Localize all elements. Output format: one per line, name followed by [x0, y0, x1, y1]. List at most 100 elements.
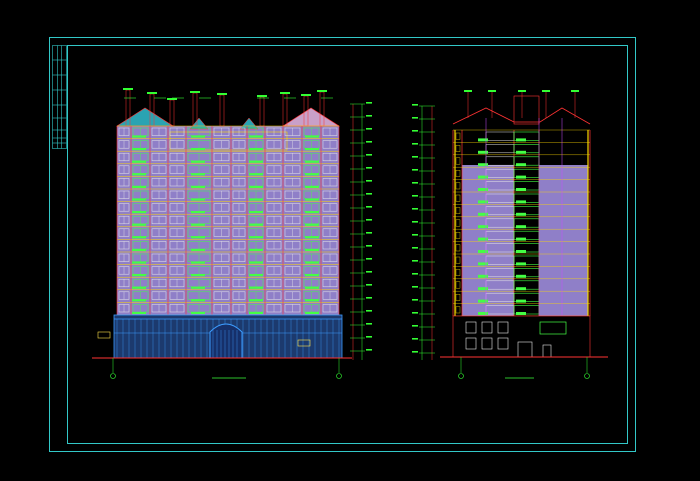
front-balcony	[132, 198, 146, 201]
side-balcony-rail	[516, 150, 526, 154]
side-chimney-cap	[518, 90, 526, 92]
front-balcony	[191, 148, 205, 151]
side-balcony-rail	[516, 274, 526, 278]
side-podium-window	[497, 321, 509, 334]
front-dim-label	[366, 323, 372, 325]
front-balcony	[249, 274, 263, 277]
front-balcony	[249, 223, 263, 226]
side-balcony-rail	[516, 237, 526, 241]
front-balcony	[132, 160, 146, 163]
side-balcony-rail	[478, 237, 488, 241]
front-dim-label	[366, 141, 372, 143]
side-dim-label	[412, 208, 418, 210]
side-chimney-cap	[542, 90, 550, 92]
front-dim-label	[366, 167, 372, 169]
front-balcony	[191, 198, 205, 201]
side-balcony-window	[485, 144, 515, 154]
front-balcony	[305, 236, 319, 239]
front-dormer-left	[189, 117, 209, 130]
front-dim-label	[366, 154, 372, 156]
front-dim-label	[366, 336, 372, 338]
side-balcony-rail	[516, 262, 526, 266]
side-balcony-rail	[516, 225, 526, 229]
side-dim-label	[412, 286, 418, 288]
side-balcony-rail	[478, 262, 488, 266]
front-chimney	[259, 96, 265, 127]
front-dim-label	[366, 271, 372, 273]
side-podium-window	[465, 321, 477, 334]
side-dim-label	[412, 104, 418, 106]
side-balcony-rail	[478, 150, 488, 154]
front-balcony	[191, 211, 205, 214]
front-dim-label	[366, 284, 372, 286]
front-balcony	[191, 135, 205, 138]
front-balcony	[191, 312, 205, 314]
front-roof-right	[281, 107, 341, 127]
side-axis-bubble	[584, 373, 590, 379]
front-dim-label	[366, 245, 372, 247]
front-balcony	[249, 173, 263, 176]
front-balcony	[132, 211, 146, 214]
front-dim-label	[366, 206, 372, 208]
side-edge-window	[455, 219, 461, 227]
side-edge-window	[455, 231, 461, 239]
front-roof-left	[115, 107, 175, 127]
front-dim-label	[366, 128, 372, 130]
front-balcony	[305, 312, 319, 314]
side-dim-label	[412, 325, 418, 327]
side-dim-label	[412, 234, 418, 236]
side-dim-label	[412, 117, 418, 119]
side-dim-label	[412, 143, 418, 145]
side-elevation[interactable]	[412, 90, 608, 379]
side-canopy	[539, 321, 567, 335]
side-balcony-rail	[478, 274, 488, 278]
side-balcony-rail	[516, 212, 526, 216]
side-balcony-rail	[478, 212, 488, 216]
front-balcony	[249, 186, 263, 188]
side-balcony-rail	[478, 188, 488, 191]
side-edge-window	[455, 157, 461, 165]
front-chimney-cap	[301, 94, 311, 96]
side-balcony-rail	[478, 225, 488, 229]
front-balcony	[249, 312, 263, 314]
front-dim-label	[366, 232, 372, 234]
side-balcony-rail	[478, 175, 488, 179]
side-edge-window	[455, 244, 461, 252]
front-chimney-cap	[257, 95, 267, 97]
side-dim-label	[412, 156, 418, 158]
front-dim-label	[366, 115, 372, 117]
side-edge-window	[455, 281, 461, 289]
front-balcony	[191, 160, 205, 163]
side-edge-window	[455, 132, 461, 140]
side-edge-window	[455, 306, 461, 314]
front-balcony	[132, 236, 146, 239]
side-balcony-rail	[516, 299, 526, 303]
front-dim-label	[366, 297, 372, 299]
front-balcony	[191, 299, 205, 302]
side-balcony-rail	[516, 200, 526, 204]
front-balcony	[305, 186, 319, 188]
title-block	[52, 45, 67, 149]
side-balcony-rail	[516, 138, 526, 142]
side-balcony-window	[485, 131, 515, 141]
side-balcony-rail	[478, 163, 488, 167]
side-edge-window	[455, 169, 461, 177]
side-edge-window	[455, 182, 461, 190]
front-elevation[interactable]	[92, 88, 372, 379]
side-edge-window	[455, 145, 461, 152]
front-balcony	[305, 261, 319, 264]
front-dim-label	[366, 349, 372, 351]
front-planter	[97, 331, 111, 339]
front-balcony	[132, 148, 146, 151]
side-dim-label	[412, 247, 418, 249]
front-chimney-cap	[167, 98, 177, 100]
side-balcony-rail	[516, 188, 526, 191]
front-dim-label	[366, 219, 372, 221]
side-balcony-rail	[478, 250, 488, 253]
front-chimney-cap	[217, 93, 227, 95]
front-balcony	[191, 236, 205, 239]
front-dim-label	[366, 258, 372, 260]
front-chimney	[169, 99, 175, 127]
front-balcony	[249, 261, 263, 264]
